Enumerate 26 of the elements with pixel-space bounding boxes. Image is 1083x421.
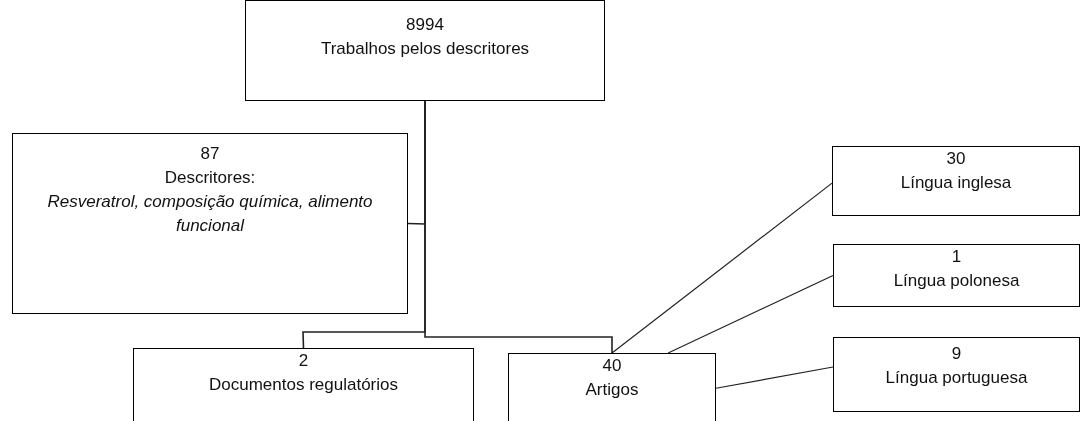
node-text: Língua inglesa (900, 172, 1012, 194)
node-text: Trabalhos pelos descritores (320, 38, 530, 60)
text-box (833, 244, 1080, 307)
node-text: 87 (200, 143, 220, 165)
text-box (833, 337, 1080, 412)
text-box (12, 133, 408, 314)
text-box (245, 0, 605, 101)
node-text: Artigos (585, 379, 639, 401)
connector-line (424, 100, 613, 354)
node-text: 2 (298, 350, 309, 372)
connector-line (667, 274, 834, 354)
text-box (832, 146, 1080, 216)
connector-line (611, 182, 833, 354)
node-text: Língua polonesa (893, 270, 1020, 292)
node-text: Documentos regulatórios (209, 374, 398, 396)
text-box (508, 353, 716, 421)
node-text: 9 (951, 343, 962, 365)
node-text: Língua portuguesa (885, 367, 1028, 389)
text-box (133, 348, 474, 421)
node-text: 8994 (406, 14, 444, 36)
node-text: 1 (951, 246, 962, 268)
connector-line (715, 366, 834, 389)
node-text: 30 (946, 148, 966, 170)
node-text: Resveratrol, composição química, alimento funcional (46, 191, 374, 237)
node-text: Descritores: (164, 167, 256, 189)
node-text: 40 (602, 355, 622, 377)
